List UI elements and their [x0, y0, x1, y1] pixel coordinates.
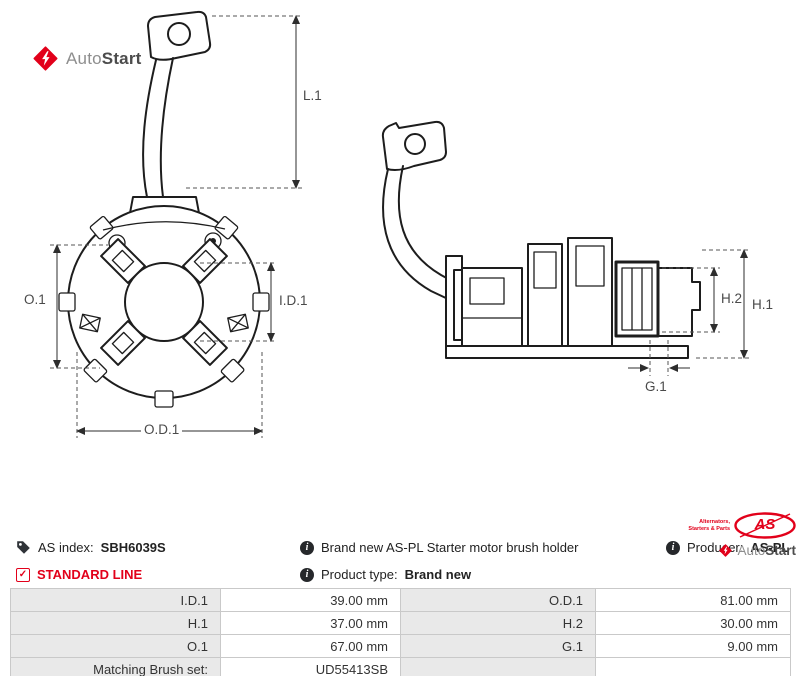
- aspl-brand-start: Start: [765, 543, 796, 558]
- producer-value: AS-PL: [750, 540, 790, 555]
- tag-icon: [17, 541, 30, 554]
- as-index-value: SBH6039S: [100, 540, 166, 555]
- info-icon: i: [300, 567, 314, 582]
- logo-text-start: Start: [101, 48, 142, 68]
- spec-value: 37.00 mm: [220, 611, 401, 635]
- spec-label: Matching Brush set:: [10, 657, 221, 676]
- product-type-item: i Product type: Brand new: [300, 567, 471, 582]
- spec-value: 39.00 mm: [220, 588, 401, 612]
- autostart-bolt-icon-small: [719, 544, 733, 557]
- spec-value: [595, 657, 791, 676]
- table-row: O.1 67.00 mm G.1 9.00 mm: [10, 634, 791, 658]
- dim-label-l1: L.1: [303, 88, 322, 103]
- table-row: H.1 37.00 mm H.2 30.00 mm: [10, 611, 791, 635]
- technical-drawing: [50, 10, 750, 438]
- logo-text: AutoStart: [66, 49, 142, 69]
- spec-label: H.2: [400, 611, 596, 635]
- description-item: i Brand new AS-PL Starter motor brush ho…: [300, 540, 578, 555]
- autostart-bolt-icon: [33, 46, 58, 71]
- spec-value: 9.00 mm: [595, 634, 791, 658]
- check-icon: ✓: [16, 567, 30, 582]
- info-icon: i: [666, 540, 680, 555]
- side-view-dimensions: [628, 249, 750, 376]
- aspl-tagline: Alternators, Starters & Parts: [688, 519, 730, 532]
- description-text: Brand new AS-PL Starter motor brush hold…: [321, 540, 579, 555]
- spec-label: O.1: [10, 634, 221, 658]
- autostart-logo: AutoStart: [33, 46, 142, 71]
- spec-label: I.D.1: [10, 588, 221, 612]
- front-view-dimensions: [50, 15, 302, 438]
- spec-label: [400, 657, 596, 676]
- spec-value: 30.00 mm: [595, 611, 791, 635]
- dim-label-o1: O.1: [24, 292, 46, 307]
- as-index-label: AS index:: [38, 540, 94, 555]
- dim-label-g1: G.1: [645, 379, 667, 394]
- spec-table: I.D.1 39.00 mm O.D.1 81.00 mm H.1 37.00 …: [10, 588, 791, 676]
- product-type-value: Brand new: [404, 567, 472, 582]
- spec-value: 81.00 mm: [595, 588, 791, 612]
- aspl-oval-icon: AS: [734, 512, 796, 539]
- aspl-logo: Alternators, Starters & Parts AS AutoSta…: [638, 512, 796, 558]
- dim-label-h1: H.1: [752, 297, 774, 312]
- spec-label: O.D.1: [400, 588, 596, 612]
- standard-line-label: STANDARD LINE: [37, 567, 143, 582]
- aspl-brand-auto: Auto: [737, 543, 766, 558]
- table-row: Matching Brush set: UD55413SB: [10, 657, 791, 676]
- dim-label-h2: H.2: [721, 291, 743, 306]
- spec-label: G.1: [400, 634, 596, 658]
- spec-value: 67.00 mm: [220, 634, 401, 658]
- side-view-drawing: [381, 120, 701, 359]
- as-index-item: AS index: SBH6039S: [16, 540, 166, 555]
- aspl-autostart-row: AutoStart: [638, 543, 796, 558]
- aspl-tagline-line2: Starters & Parts: [688, 525, 730, 532]
- dim-label-od1: O.D.1: [141, 422, 183, 437]
- table-row: I.D.1 39.00 mm O.D.1 81.00 mm: [10, 588, 791, 612]
- aspl-tagline-line1: Alternators,: [699, 519, 730, 525]
- product-type-label: Product type:: [321, 567, 398, 582]
- standard-line-item: ✓ STANDARD LINE: [16, 567, 142, 582]
- spec-label: H.1: [10, 611, 221, 635]
- logo-text-auto: Auto: [66, 48, 102, 68]
- aspl-brand-text: AutoStart: [737, 543, 796, 558]
- aspl-as-text: AS: [754, 516, 776, 533]
- info-icon: i: [300, 540, 314, 555]
- dim-label-id1: I.D.1: [279, 293, 308, 308]
- front-view-drawing: [58, 10, 270, 408]
- spec-value: UD55413SB: [220, 657, 401, 676]
